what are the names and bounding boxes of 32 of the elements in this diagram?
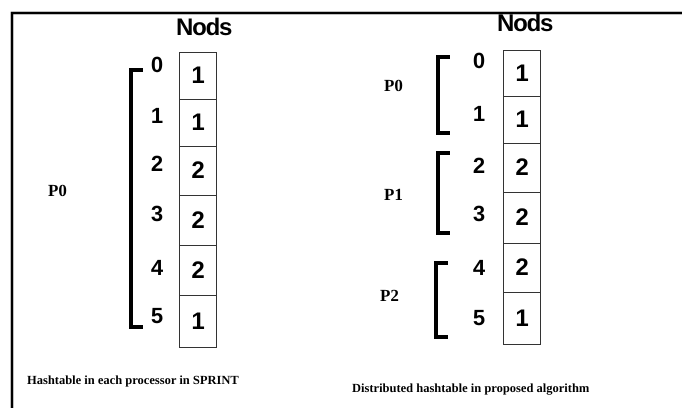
row-index: 5	[150, 305, 164, 327]
row-index: 3	[472, 203, 486, 225]
row-index: 1	[472, 103, 486, 125]
table-cell: 1	[503, 50, 541, 97]
column-heading: Nods	[497, 12, 552, 36]
table-cell: 1	[179, 99, 217, 147]
caption: Hashtable in each processor in SPRINT	[27, 374, 239, 386]
row-index: 2	[150, 153, 164, 175]
processor-label: P1	[384, 186, 403, 203]
table-cell: 2	[503, 192, 541, 244]
row-index: 0	[150, 54, 164, 76]
table-cell: 1	[179, 52, 217, 100]
table-cell: 2	[503, 143, 541, 193]
column-heading: Nods	[176, 16, 232, 40]
row-index: 3	[150, 203, 164, 225]
processor-label: P0	[48, 182, 67, 199]
row-index: 2	[472, 155, 486, 177]
table-cell: 2	[179, 195, 217, 246]
processor-label: P0	[384, 77, 403, 94]
table-cell: 2	[179, 245, 217, 296]
processor-label: P2	[380, 287, 399, 304]
table-cell: 2	[503, 243, 541, 293]
caption: Distributed hashtable in proposed algorithm	[352, 382, 590, 394]
table-cell: 2	[179, 146, 217, 196]
row-index: 5	[472, 307, 486, 329]
table-cell: 1	[503, 292, 541, 345]
row-index: 4	[472, 257, 486, 279]
row-index: 1	[150, 105, 164, 127]
row-index: 0	[472, 50, 486, 72]
table-cell: 1	[503, 96, 541, 144]
row-index: 4	[150, 257, 164, 279]
table-cell: 1	[179, 295, 217, 348]
